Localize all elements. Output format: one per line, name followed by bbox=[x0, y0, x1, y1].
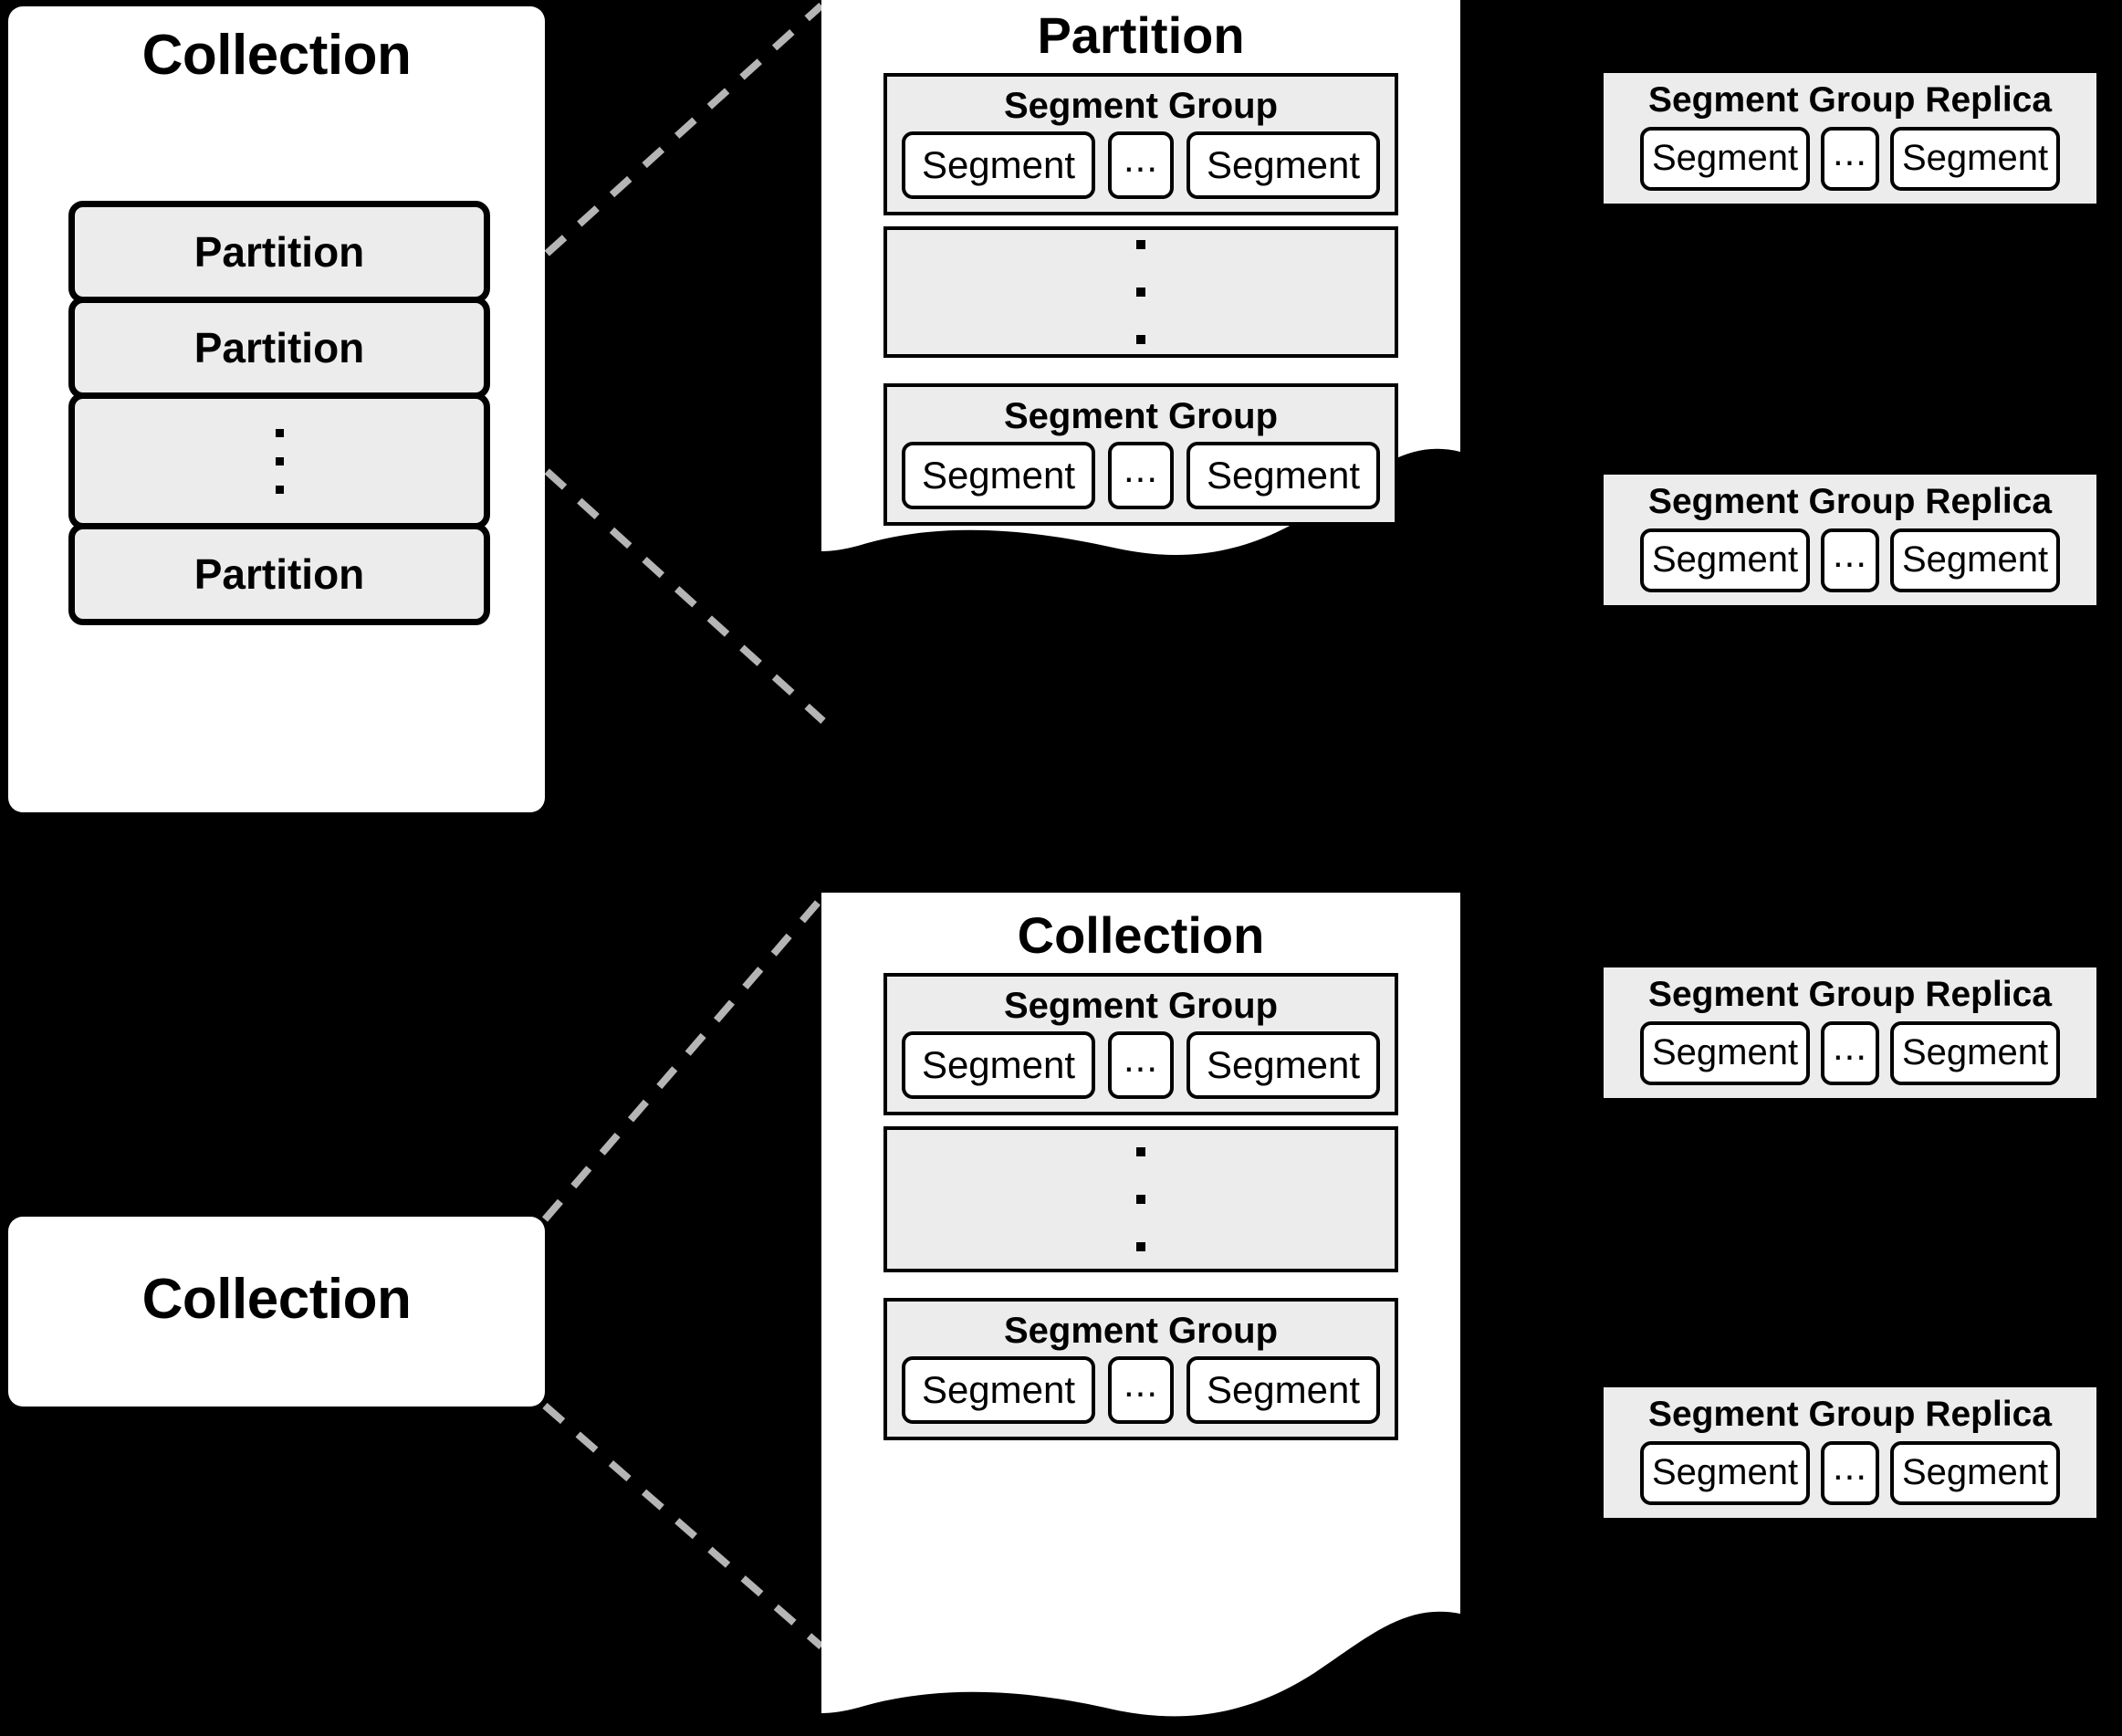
segment-group-replica-2-title: Segment Group Replica bbox=[1647, 482, 2053, 521]
segment-group-bottom-ellipsis bbox=[883, 1126, 1398, 1272]
segment-box[interactable]: Segment bbox=[1890, 528, 2060, 592]
segment-group-replica-3[interactable]: Segment Group Replica Segment ... Segmen… bbox=[1604, 967, 2096, 1098]
segment-box[interactable]: Segment bbox=[902, 1356, 1095, 1424]
segment-group-top-1-title: Segment Group bbox=[1003, 86, 1279, 126]
connector-collection-to-panel-bottom bbox=[542, 1402, 824, 1650]
segment-row: Segment ... Segment bbox=[900, 1356, 1382, 1424]
segment-box[interactable]: Segment bbox=[902, 131, 1095, 199]
segment-ellipsis-icon: ... bbox=[1821, 1020, 1879, 1085]
segment-group-replica-1-title: Segment Group Replica bbox=[1647, 80, 2053, 120]
segment-row: Segment ... Segment bbox=[1618, 528, 2082, 592]
segment-ellipsis-icon: ... bbox=[1108, 442, 1174, 509]
collection-card-top-title: Collection bbox=[141, 24, 412, 87]
partition-detail-panel[interactable]: Partition Segment Group Segment ... Segm… bbox=[821, 0, 1460, 566]
partition-item-2[interactable]: Partition bbox=[68, 297, 490, 399]
segment-box[interactable]: Segment bbox=[1890, 1440, 2060, 1505]
segment-box[interactable]: Segment bbox=[1640, 126, 1810, 191]
segment-box[interactable]: Segment bbox=[1640, 1440, 1810, 1505]
partition-item-2-label: Partition bbox=[193, 324, 365, 371]
segment-group-bottom-1[interactable]: Segment Group Segment ... Segment bbox=[883, 973, 1398, 1115]
segment-group-replica-4-title: Segment Group Replica bbox=[1647, 1395, 2053, 1434]
partition-panel-title: Partition bbox=[1037, 6, 1245, 64]
segment-ellipsis-icon: ... bbox=[1108, 1031, 1174, 1099]
segment-box[interactable]: Segment bbox=[902, 442, 1095, 509]
segment-box[interactable]: Segment bbox=[1640, 528, 1810, 592]
segment-row: Segment ... Segment bbox=[900, 131, 1382, 199]
vertical-ellipsis-icon bbox=[275, 399, 284, 523]
segment-box[interactable]: Segment bbox=[1186, 442, 1380, 509]
partition-item-3[interactable]: Partition bbox=[68, 523, 490, 625]
segment-group-replica-1[interactable]: Segment Group Replica Segment ... Segmen… bbox=[1604, 73, 2096, 204]
segment-group-top-1[interactable]: Segment Group Segment ... Segment bbox=[883, 73, 1398, 215]
collection-card-bottom-title: Collection bbox=[141, 1268, 412, 1331]
collection-panel-title: Collection bbox=[1017, 906, 1265, 964]
segment-ellipsis-icon: ... bbox=[1821, 528, 1879, 592]
segment-box[interactable]: Segment bbox=[1640, 1020, 1810, 1085]
collection-card-top[interactable]: Collection Partition Partition Partition bbox=[8, 6, 545, 812]
partition-item-1-label: Partition bbox=[193, 228, 365, 276]
segment-group-replica-4[interactable]: Segment Group Replica Segment ... Segmen… bbox=[1604, 1387, 2096, 1518]
segment-row: Segment ... Segment bbox=[1618, 126, 2082, 191]
segment-group-top-2-title: Segment Group bbox=[1003, 396, 1279, 436]
segment-box[interactable]: Segment bbox=[1890, 126, 2060, 191]
segment-group-bottom-2-title: Segment Group bbox=[1003, 1311, 1279, 1351]
connector-collection-to-panel-top bbox=[541, 894, 827, 1222]
segment-group-top-ellipsis bbox=[883, 226, 1398, 358]
segment-group-replica-2[interactable]: Segment Group Replica Segment ... Segmen… bbox=[1604, 475, 2096, 605]
partition-list: Partition Partition Partition bbox=[68, 201, 490, 625]
segment-box[interactable]: Segment bbox=[1186, 131, 1380, 199]
partition-ellipsis bbox=[68, 392, 490, 529]
segment-ellipsis-icon: ... bbox=[1821, 1440, 1879, 1505]
partition-item-3-label: Partition bbox=[193, 550, 365, 598]
segment-group-replica-3-title: Segment Group Replica bbox=[1647, 975, 2053, 1014]
segment-row: Segment ... Segment bbox=[1618, 1440, 2082, 1505]
segment-box[interactable]: Segment bbox=[1186, 1031, 1380, 1099]
segment-row: Segment ... Segment bbox=[900, 442, 1382, 509]
segment-box[interactable]: Segment bbox=[1890, 1020, 2060, 1085]
segment-row: Segment ... Segment bbox=[1618, 1020, 2082, 1085]
collection-detail-panel[interactable]: Collection Segment Group Segment ... Seg… bbox=[821, 893, 1460, 1736]
segment-group-bottom-2[interactable]: Segment Group Segment ... Segment bbox=[883, 1298, 1398, 1440]
segment-group-top-2[interactable]: Segment Group Segment ... Segment bbox=[883, 383, 1398, 526]
segment-ellipsis-icon: ... bbox=[1108, 1356, 1174, 1424]
partition-item-1[interactable]: Partition bbox=[68, 201, 490, 303]
collection-card-bottom[interactable]: Collection bbox=[8, 1217, 545, 1407]
segment-ellipsis-icon: ... bbox=[1821, 126, 1879, 191]
segment-row: Segment ... Segment bbox=[900, 1031, 1382, 1099]
segment-box[interactable]: Segment bbox=[1186, 1356, 1380, 1424]
segment-group-bottom-1-title: Segment Group bbox=[1003, 986, 1279, 1026]
segment-box[interactable]: Segment bbox=[902, 1031, 1095, 1099]
segment-ellipsis-icon: ... bbox=[1108, 131, 1174, 199]
